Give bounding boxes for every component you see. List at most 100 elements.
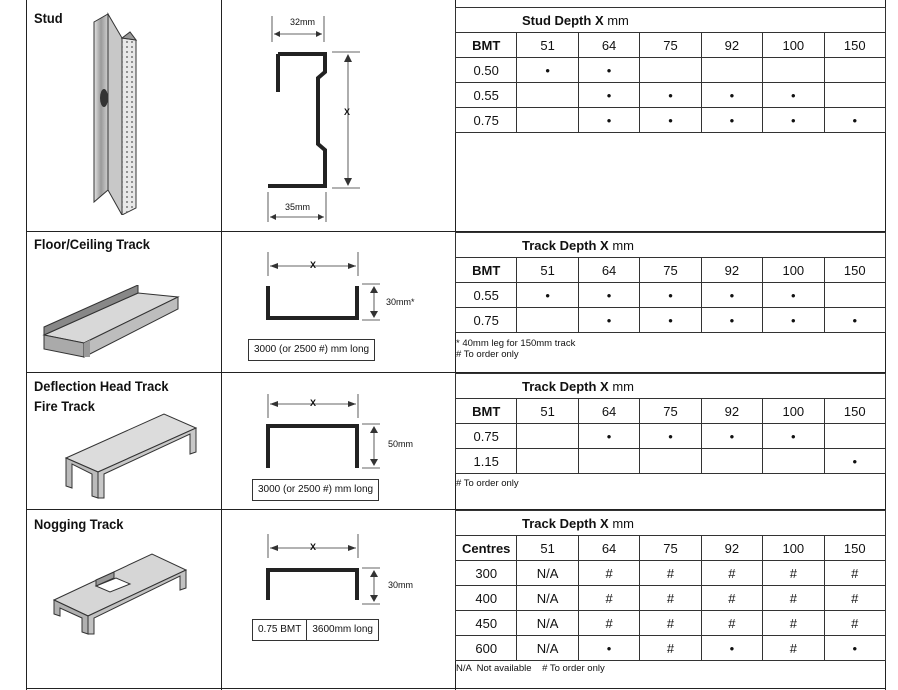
cell: N/A xyxy=(516,585,579,611)
table-header: Track Depth X mm xyxy=(455,373,886,399)
table-row: 0.75 • • • • • xyxy=(454,107,887,133)
cell: • xyxy=(639,423,702,449)
cell xyxy=(823,423,887,449)
row-label: 0.75 xyxy=(454,423,518,449)
table-row: 0.55 • • • • • xyxy=(454,282,887,308)
column-header: 64 xyxy=(577,257,641,283)
column-header: 51 xyxy=(516,535,579,561)
stud-bottom-dimension: 35mm xyxy=(285,202,311,212)
column-header: 150 xyxy=(823,398,887,424)
cell: N/A xyxy=(516,635,579,661)
table-row: 450 N/A # # # # # xyxy=(454,610,887,636)
column-header: 75 xyxy=(639,398,702,424)
deflection-track-profile-diagram xyxy=(266,394,380,469)
row-label: 450 xyxy=(454,610,518,636)
floor-track-product-image xyxy=(42,285,180,358)
cell: # xyxy=(823,585,887,611)
column-header: 64 xyxy=(577,398,641,424)
cell: # xyxy=(762,635,825,661)
cell xyxy=(823,57,887,83)
column-header: 64 xyxy=(577,535,641,561)
row-label: 600 xyxy=(454,635,518,661)
cell: # xyxy=(700,585,764,611)
row-label-header: BMT xyxy=(454,32,518,58)
cell: • xyxy=(516,282,579,308)
table-row: 400 N/A # # # # # xyxy=(454,585,887,611)
cell xyxy=(762,448,825,474)
section-subtitle-fire-track: Fire Track xyxy=(34,398,95,414)
table-row: 0.75 • • • • • xyxy=(454,307,887,333)
cell: • xyxy=(823,448,887,474)
cell: • xyxy=(700,282,764,308)
cell: • xyxy=(762,307,825,333)
deflection-track-leg-dimension: 50mm xyxy=(388,439,414,449)
column-header: 51 xyxy=(516,257,579,283)
column-header: 75 xyxy=(639,257,702,283)
floor-track-depth-table: Track Depth X mm BMT 51 64 75 92 100 150… xyxy=(454,232,887,333)
cell: # xyxy=(700,560,764,586)
column-header: 92 xyxy=(700,257,764,283)
table-header: Track Depth X mm xyxy=(455,232,886,258)
cell: # xyxy=(577,610,641,636)
cell: • xyxy=(762,282,825,308)
column-header: 100 xyxy=(762,32,825,58)
cell: # xyxy=(762,585,825,611)
row-label: 0.55 xyxy=(454,282,518,308)
cell: • xyxy=(639,107,702,133)
nogging-length-label: 3600mm long xyxy=(312,624,373,635)
deflection-track-width-dimension: X xyxy=(310,398,317,408)
section-title-deflection-head-track: Deflection Head Track xyxy=(34,378,169,394)
left-border xyxy=(26,0,27,690)
cell xyxy=(762,57,825,83)
nogging-track-width-dimension: X xyxy=(310,542,317,552)
column-header: 92 xyxy=(700,32,764,58)
row-divider-1 xyxy=(26,231,886,232)
row-label: 0.75 xyxy=(454,307,518,333)
table-row: 600 N/A • # • # • xyxy=(454,635,887,661)
table-header: Track Depth X mm xyxy=(455,510,886,536)
nogging-track-depth-table: Track Depth X mm Centres 51 64 75 92 100… xyxy=(454,510,887,661)
column-header: 100 xyxy=(762,257,825,283)
row-label: 0.50 xyxy=(454,57,518,83)
nogging-track-note-legend: N/A Not available # To order only xyxy=(456,663,605,674)
cell xyxy=(516,448,579,474)
column-header: 64 xyxy=(577,32,641,58)
deflection-track-product-image xyxy=(64,413,198,499)
cell xyxy=(516,423,579,449)
cell: • xyxy=(823,107,887,133)
cell: • xyxy=(577,282,641,308)
stud-product-image xyxy=(93,12,138,215)
cell xyxy=(700,448,764,474)
cell xyxy=(516,307,579,333)
right-border xyxy=(885,0,886,690)
nogging-track-leg-dimension: 30mm xyxy=(388,580,414,590)
row-label: 0.75 xyxy=(454,107,518,133)
column-header: 150 xyxy=(823,257,887,283)
cell: • xyxy=(762,423,825,449)
cell: • xyxy=(639,282,702,308)
cell: • xyxy=(700,635,764,661)
cell xyxy=(639,448,702,474)
cell: • xyxy=(577,635,641,661)
row-divider-4 xyxy=(26,688,886,689)
row-label: 1.15 xyxy=(454,448,518,474)
table-row: 1.15 • xyxy=(454,448,887,474)
cell xyxy=(516,107,579,133)
cell: # xyxy=(639,560,702,586)
nogging-track-profile-diagram xyxy=(266,534,380,605)
row-label: 0.55 xyxy=(454,82,518,108)
table-row: 0.75 • • • • xyxy=(454,423,887,449)
cell: • xyxy=(639,307,702,333)
deflection-track-length-label: 3000 (or 2500 #) mm long xyxy=(252,479,380,501)
cell xyxy=(823,282,887,308)
floor-track-note-order: # To order only xyxy=(456,349,519,360)
cell xyxy=(823,82,887,108)
cell: # xyxy=(700,610,764,636)
cell: • xyxy=(516,57,579,83)
table-row: 0.55 • • • • xyxy=(454,82,887,108)
stud-top-dimension: 32mm xyxy=(290,17,316,27)
cell: • xyxy=(577,107,641,133)
cell: # xyxy=(639,585,702,611)
floor-track-length-label: 3000 (or 2500 #) mm long xyxy=(248,339,376,361)
cell: • xyxy=(577,423,641,449)
